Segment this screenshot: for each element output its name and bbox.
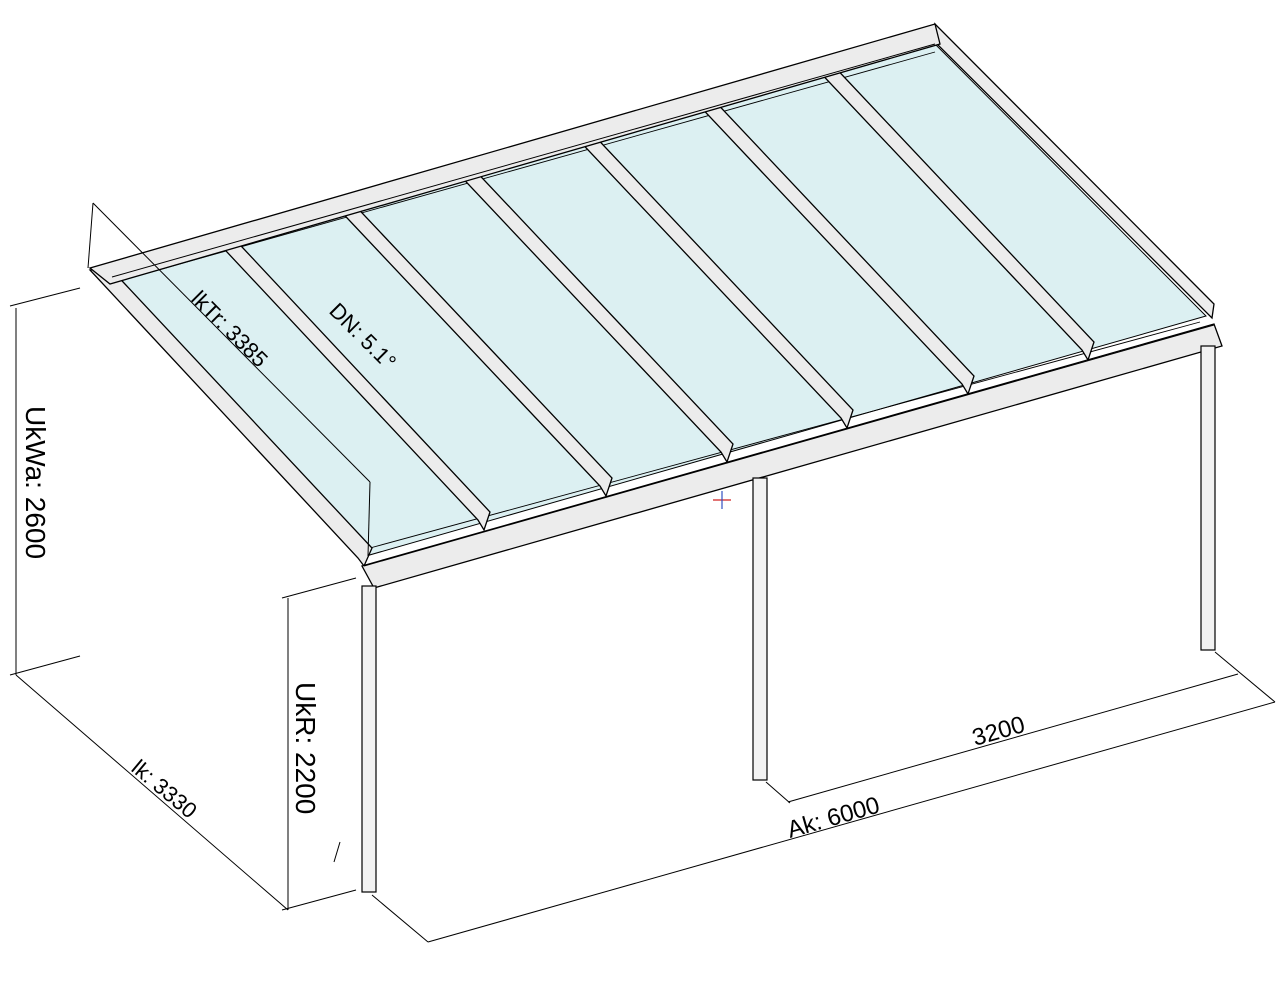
gutter-height-label: UkR: 2200 [290, 682, 321, 814]
post-left [361, 585, 377, 893]
dimension-lines [9, 202, 1276, 943]
crosshair-cursor-icon [713, 491, 731, 509]
width-label: Ak: 6000 [784, 792, 883, 844]
posts [361, 345, 1216, 893]
gutter-beam [361, 323, 1223, 589]
glass-panel-strips [111, 51, 1201, 549]
post-middle [752, 477, 768, 781]
rafters [88, 22, 1215, 568]
wall-height-label: UkWa: 2600 [20, 406, 51, 559]
post-right [1200, 345, 1216, 651]
wall-profile [88, 23, 941, 285]
depth-label: lk: 3330 [127, 755, 202, 824]
post-spacing-label: 3200 [969, 711, 1028, 752]
